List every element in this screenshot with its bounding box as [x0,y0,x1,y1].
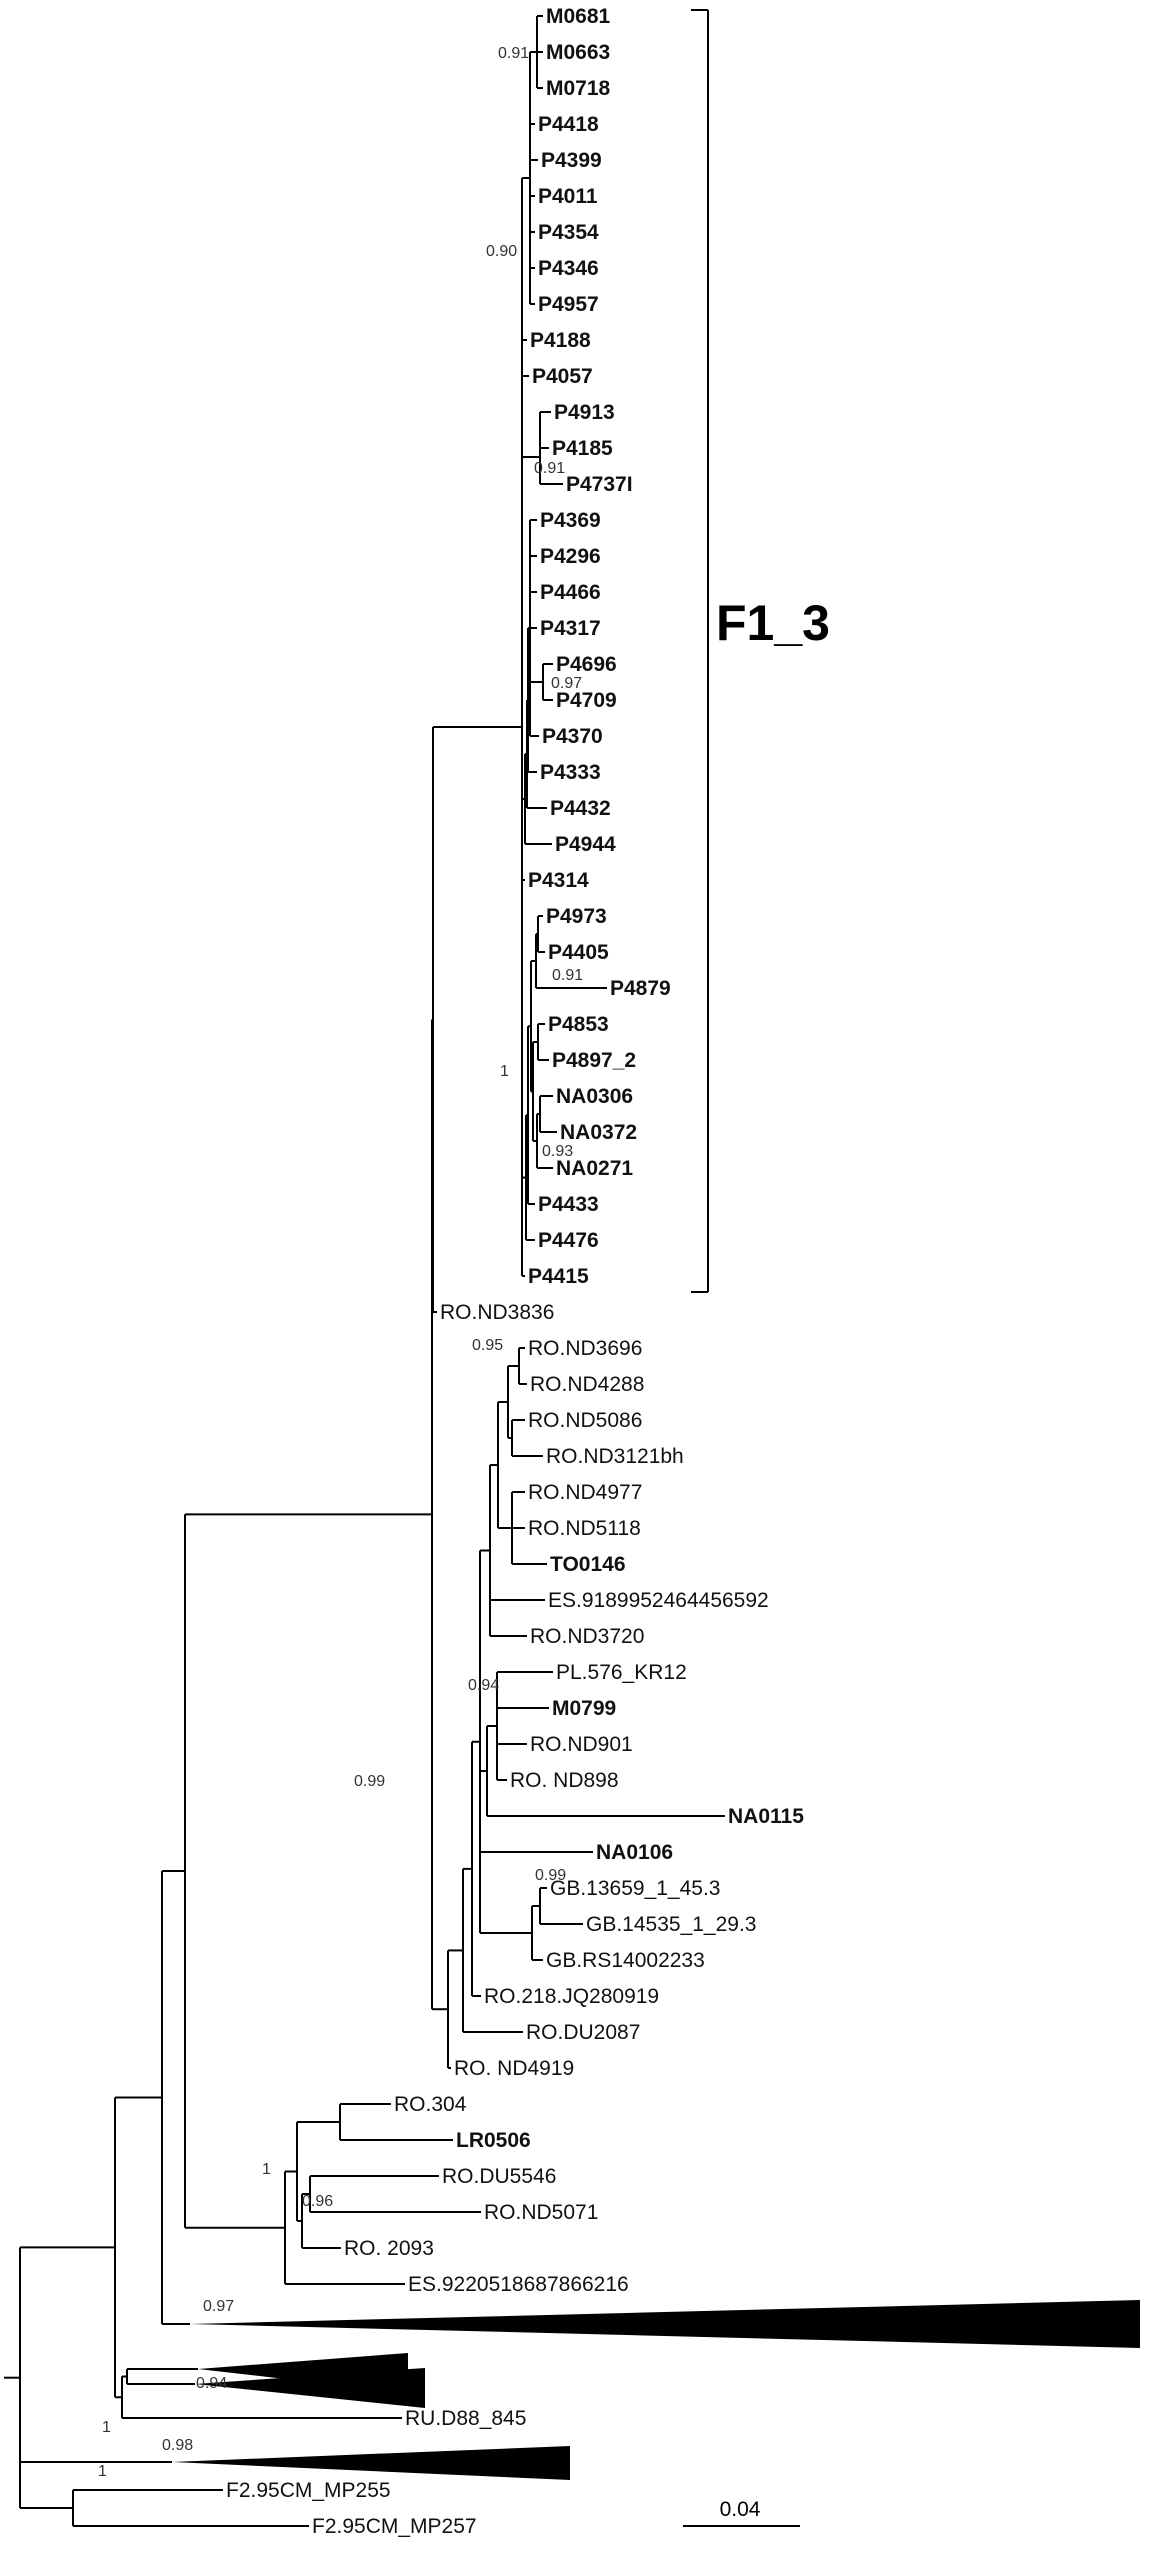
leaf-label: NA0271 [556,1157,633,1180]
tree-branches [4,15,725,2527]
support-values: 0.91 0.90 0.91 0.97 0.91 0.93 1 0.95 0.94 0.99 0.9… [98,45,583,2480]
leaf-label: P4957 [538,293,599,316]
leaf-label: P4879 [610,977,671,1000]
leaf-label: P4369 [540,509,601,532]
leaf-label: RO.ND5086 [528,1409,642,1432]
leaf-label: P4354 [538,221,599,244]
leaf-label: GB.14535_1_29.3 [586,1913,756,1936]
leaf-label: P4973 [546,905,607,928]
leaf-label: P4370 [542,725,603,748]
leaf-label: TO0146 [550,1553,626,1576]
leaf-label: NA0106 [596,1841,673,1864]
leaf-label: M0799 [552,1697,616,1720]
support-value: 0.95 [472,1337,503,1354]
leaf-label: P4913 [554,401,615,424]
leaf-label: P4415 [528,1265,589,1288]
support-value: 0.97 [203,2298,234,2315]
leaf-label: P4476 [538,1229,599,1252]
leaf-label: P4737I [566,473,633,496]
leaf-label: P4185 [552,437,613,460]
leaf-label: NA0372 [560,1121,637,1144]
leaf-label: RO. ND898 [510,1769,619,1792]
support-value: 0.98 [162,2437,193,2454]
leaf-label: RU.D88_845 [405,2407,526,2430]
leaf-label: P4188 [530,329,591,352]
leaf-label: P4897_2 [552,1049,636,1072]
leaf-label: RO. 2093 [344,2237,434,2260]
leaf-label: ES.9220518687866216 [408,2273,629,2296]
leaf-label: GB.RS14002233 [546,1949,705,1972]
leaf-label: NA0306 [556,1085,633,1108]
collapsed-clade-c3 [195,2368,425,2408]
leaf-label: P4944 [555,833,616,856]
leaf-label: RO. ND4919 [454,2057,574,2080]
leaf-label: P4333 [540,761,601,784]
leaf-label: P4405 [548,941,609,964]
leaf-label: RO.304 [394,2093,467,2116]
leaf-label: RO.ND3720 [530,1625,644,1648]
leaf-label: GB.13659_1_45.3 [550,1877,720,1900]
leaf-label: RO.ND5118 [528,1517,641,1540]
support-value: 0.91 [534,460,565,477]
support-value: 0.90 [486,243,517,260]
collapsed-clade-c1 [190,2300,1140,2348]
leaf-label: RO.ND3696 [528,1337,642,1360]
leaf-label: F2.95CM_MP257 [312,2515,477,2538]
clade-label: F1_3 [716,595,830,651]
leaf-label: M0718 [546,77,611,100]
collapsed-clade-c4 [172,2446,570,2480]
support-value: 0.93 [542,1143,573,1160]
support-value: 0.96 [302,2193,333,2210]
leaf-label: P4709 [556,689,617,712]
support-value: 0.99 [354,1773,385,1790]
support-value: 0.94 [196,2375,227,2392]
support-value: 0.97 [551,675,582,692]
support-value: 1 [500,1063,509,1080]
leaf-label: P4432 [550,797,611,820]
support-value: 0.91 [498,45,529,62]
support-value: 1 [98,2463,107,2480]
leaf-label: RO.ND4977 [528,1481,642,1504]
collapsed-clades [172,2300,1140,2480]
leaf-label: P4853 [548,1013,609,1036]
leaf-label: LR0506 [456,2129,531,2152]
leaf-label: P4346 [538,257,599,280]
leaf-label: RO.218.JQ280919 [484,1985,659,2008]
support-value: 0.94 [468,1677,499,1694]
leaf-label: P4317 [540,617,601,640]
leaf-label: RO.ND4288 [530,1373,644,1396]
leaf-label: P4433 [538,1193,599,1216]
support-value: 0.91 [552,967,583,984]
leaf-label: P4314 [528,869,589,892]
leaf-label: P4399 [541,149,602,172]
leaf-label: NA0115 [728,1805,804,1828]
leaf-label: M0663 [546,41,610,64]
leaf-label: M0681 [546,5,611,28]
leaf-label: P4296 [540,545,601,568]
leaf-label: RO.ND3836 [440,1301,554,1324]
leaf-label: P4696 [556,653,617,676]
leaf-label: RO.ND901 [530,1733,633,1756]
leaf-label: ES.9189952464456592 [548,1589,769,1612]
leaf-label: RO.DU2087 [526,2021,640,2044]
leaf-label: P4011 [538,185,598,208]
leaf-label: RO.DU5546 [442,2165,556,2188]
leaf-label: RO.ND5071 [484,2201,598,2224]
support-value: 0.99 [535,1867,566,1884]
scale-bar-label: 0.04 [720,2498,761,2521]
leaf-label: PL.576_KR12 [556,1661,687,1684]
leaf-label: P4466 [540,581,601,604]
leaf-label: F2.95CM_MP255 [226,2479,391,2502]
leaf-label: RO.ND3121bh [546,1445,684,1468]
leaf-labels: M0681M0663M0718P4418P4399P4011P4354P4346… [226,5,804,2538]
support-value: 1 [262,2161,271,2178]
support-value: 1 [102,2419,111,2436]
leaf-label: P4057 [532,365,593,388]
leaf-label: P4418 [538,113,599,136]
